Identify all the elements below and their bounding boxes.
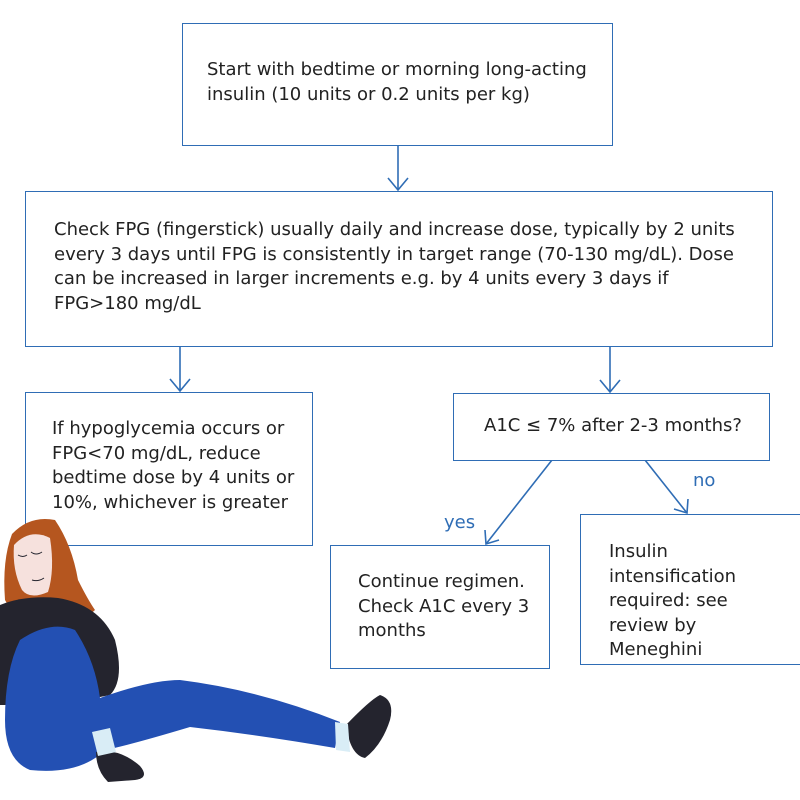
decision-box: A1C ≤ 7% after 2-3 months? (453, 393, 770, 461)
arrow-titrate-to-hypo (169, 346, 191, 393)
eye-left (17, 554, 28, 557)
start-box: Start with bedtime or morning long-actin… (182, 23, 613, 146)
sock-left (92, 728, 116, 756)
face (13, 534, 53, 596)
hypo-box: If hypoglycemia occurs or FPG<70 mg/dL, … (25, 392, 313, 546)
sock (335, 722, 350, 752)
arrow-yes (484, 459, 553, 546)
arrow-titrate-to-decision (599, 346, 621, 394)
right-shoe (346, 695, 392, 758)
arrow-no (644, 459, 689, 515)
decision-text: A1C ≤ 7% after 2-3 months? (484, 415, 742, 436)
continue-box: Continue regimen. Check A1C every 3 mont… (330, 545, 550, 669)
intensify-text: Insulin intensification required: see re… (609, 541, 737, 660)
continue-text: Continue regimen. Check A1C every 3 mont… (358, 571, 530, 641)
no-label: no (693, 470, 716, 491)
left-shoe (96, 751, 144, 782)
titrate-text: Check FPG (fingerstick) usually daily an… (54, 219, 735, 314)
start-text: Start with bedtime or morning long-actin… (207, 59, 587, 105)
arrow-start-to-titrate (387, 145, 409, 192)
yes-label: yes (444, 512, 476, 533)
titrate-box: Check FPG (fingerstick) usually daily an… (25, 191, 773, 347)
intensify-box: Insulin intensification required: see re… (580, 514, 800, 665)
hypo-text: If hypoglycemia occurs or FPG<70 mg/dL, … (52, 418, 295, 513)
eye-right (30, 551, 43, 555)
pants (5, 626, 340, 771)
mouth (31, 577, 45, 582)
